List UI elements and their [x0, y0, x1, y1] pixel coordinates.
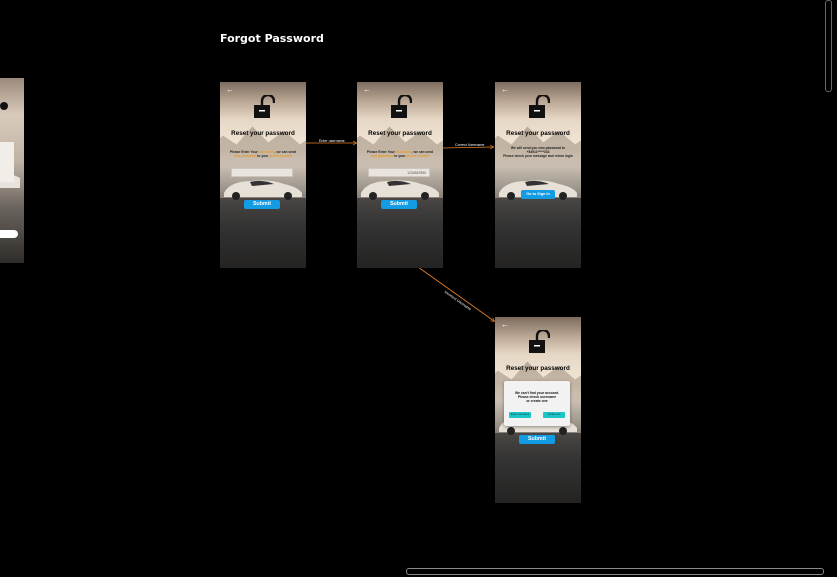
- car-image: [224, 180, 302, 200]
- unlock-icon: [529, 330, 550, 353]
- back-arrow-icon[interactable]: ←: [363, 85, 371, 94]
- submit-button[interactable]: Submit: [244, 200, 280, 209]
- unlock-icon: [529, 95, 550, 118]
- back-arrow-icon[interactable]: ←: [501, 320, 509, 329]
- connector-incorrect-username: [417, 266, 494, 321]
- dialog-message: We can't find your account. Please check…: [514, 391, 560, 403]
- page-title: Reset your password: [506, 365, 570, 372]
- back-arrow-icon[interactable]: ←: [226, 85, 234, 94]
- unlock-icon: [391, 95, 412, 118]
- page-title: Reset your password: [231, 130, 295, 137]
- frame-password-sent[interactable]: ← Reset your password We will send you n…: [495, 82, 581, 268]
- submit-button[interactable]: Submit: [381, 200, 417, 209]
- page-title: Reset your password: [506, 130, 570, 137]
- frame-reset-filled[interactable]: ← Reset your password Please Enter Your …: [357, 82, 443, 268]
- frame-account-not-found[interactable]: ← Reset your password We can't find your…: [495, 317, 581, 503]
- frame-reset-enter[interactable]: ← Reset your password Please Enter Your …: [220, 82, 306, 268]
- section-title: Forgot Password: [220, 32, 324, 45]
- account-not-found-dialog: We can't find your account. Please check…: [504, 381, 570, 426]
- vertical-scrollbar[interactable]: [825, 0, 832, 92]
- instructions-text: Please Enter Your Username, we can send …: [366, 150, 434, 159]
- username-input[interactable]: 1234567890: [368, 168, 430, 177]
- page-title: Reset your password: [368, 130, 432, 137]
- car-image: [499, 180, 577, 200]
- sent-phone: +84911*****333: [526, 150, 550, 154]
- connector-label-correct-username: Correct Username: [455, 143, 485, 147]
- partial-frame-left: [0, 78, 24, 263]
- connector-label-enter-username: Enter username: [319, 139, 345, 143]
- username-input[interactable]: [231, 168, 293, 177]
- unlock-icon: [254, 95, 275, 118]
- go-to-sign-in-button[interactable]: Go to Sign In: [521, 190, 555, 199]
- connector-correct-username: [442, 147, 493, 148]
- enter-username-button[interactable]: Enter username: [509, 412, 531, 418]
- submit-button[interactable]: Submit: [519, 435, 555, 444]
- horizontal-scrollbar[interactable]: [406, 568, 824, 575]
- sent-line-3: Please check your message and return log…: [503, 154, 573, 158]
- car-image: [361, 180, 439, 200]
- sent-message: We will send you new password to +84911*…: [499, 146, 577, 158]
- sent-line-1: We will send you new password to: [510, 146, 566, 150]
- instructions-text: Please Enter Your Username, we can send …: [229, 150, 297, 159]
- create-one-button[interactable]: Create one: [543, 412, 565, 418]
- back-arrow-icon[interactable]: ←: [501, 85, 509, 94]
